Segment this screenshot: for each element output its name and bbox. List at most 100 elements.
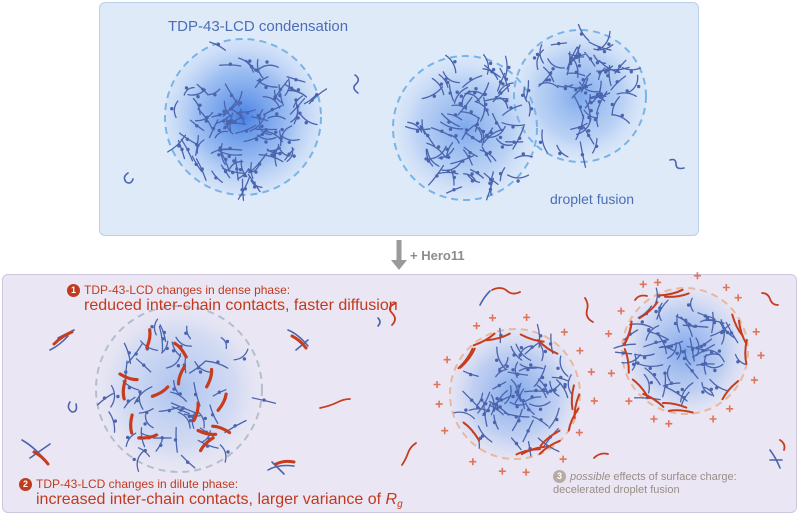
protein-chain (705, 363, 724, 369)
protein-chain (110, 384, 116, 408)
chain-node (512, 140, 516, 144)
protein-chain (266, 148, 284, 155)
hero11-chain (137, 433, 159, 440)
chain-node (488, 61, 493, 66)
chain-node (736, 360, 740, 364)
chain-node (705, 316, 710, 320)
chain-node (230, 119, 234, 123)
hero11-label: + Hero11 (410, 248, 465, 263)
protein-chain (125, 432, 137, 448)
chain-node (469, 372, 473, 377)
chain-node (185, 137, 190, 141)
protein-chain (616, 92, 637, 97)
chain-node (649, 380, 653, 385)
chain-node (470, 135, 475, 140)
chain-node (229, 93, 234, 98)
condensation-title: TDP-43-LCD condensation (168, 18, 349, 35)
hero11-chain (150, 385, 170, 398)
chain-node (232, 159, 236, 163)
chain-node (517, 419, 521, 423)
hero11-chain (176, 365, 186, 386)
protein-chain (676, 342, 682, 360)
surface-charge-plus (473, 322, 481, 330)
chain-node (138, 390, 142, 394)
chain-node (578, 105, 583, 109)
chain-node (578, 86, 582, 90)
chain-node (216, 360, 220, 364)
chain-node (527, 88, 531, 93)
protein-chain (493, 389, 508, 412)
chain-node (654, 309, 658, 314)
surface-charge-plus (435, 400, 443, 408)
chain-node (244, 129, 249, 133)
protein-chain (666, 342, 677, 359)
chain-node (447, 155, 451, 159)
chain-node (126, 399, 130, 403)
chain-node (186, 147, 190, 152)
chain-node (514, 441, 519, 446)
hero11-chain (570, 384, 575, 411)
surface-charge-plus (625, 397, 633, 405)
protein-chain (233, 348, 249, 361)
chain-node (210, 413, 215, 417)
hero11-chain (472, 332, 496, 347)
chain-node (470, 172, 474, 176)
surface-charge-plus (750, 376, 758, 384)
chain-node (556, 366, 560, 370)
chain-node (551, 67, 555, 71)
protein-chain (578, 81, 599, 93)
protein-chain (538, 343, 544, 362)
step-1-badge: 1 (67, 284, 80, 297)
chain-node (217, 390, 221, 394)
chain-node (196, 143, 200, 148)
protein-chain (519, 363, 538, 369)
chain-node (310, 98, 314, 102)
protein-chain (570, 56, 585, 63)
chain-node (664, 384, 668, 388)
chain-node (469, 110, 473, 114)
chain-node (446, 80, 450, 85)
chain-node (498, 171, 503, 176)
chain-node (217, 128, 221, 133)
hero11-chain (744, 338, 748, 365)
chain-node (498, 135, 503, 140)
protein-chain (220, 142, 226, 166)
chain-node (593, 117, 598, 122)
chain-node (713, 368, 717, 373)
chain-node (682, 356, 687, 361)
surface-charge-plus (639, 280, 647, 288)
protein-chain (518, 366, 544, 372)
chain-node (648, 366, 652, 370)
chain-node (495, 407, 499, 411)
hero11-chain (539, 429, 561, 447)
chain-node (180, 147, 184, 152)
step-3-badge: 3 (553, 470, 566, 483)
dilute-phase-chains (21, 287, 786, 475)
chain-node (280, 127, 284, 132)
surface-charge-effect: decelerated droplet fusion (553, 484, 680, 496)
chain-node (278, 93, 282, 98)
hero11-chain (192, 401, 200, 423)
chain-node (242, 357, 247, 361)
chain-node (452, 170, 456, 174)
protein-chain (593, 54, 607, 65)
chain-node (470, 398, 474, 402)
chain-node (274, 130, 278, 134)
step-2-badge: 2 (19, 478, 32, 491)
dilute-phase-effect: increased inter-chain contacts, larger v… (19, 491, 403, 510)
hero11-chain (211, 424, 232, 435)
chain-node (557, 41, 561, 46)
protein-chain (645, 325, 660, 341)
chain-node (248, 59, 252, 63)
chain-node (498, 80, 503, 84)
chain-node (505, 364, 509, 368)
chain-node (167, 408, 171, 413)
protein-chain (267, 115, 286, 120)
hero11-chain (623, 348, 630, 374)
protein-chain (299, 112, 318, 126)
chain-node (597, 100, 601, 104)
chain-node (599, 92, 603, 96)
chain-node (201, 87, 205, 92)
chain-node (453, 113, 458, 117)
protein-chain (451, 104, 468, 111)
